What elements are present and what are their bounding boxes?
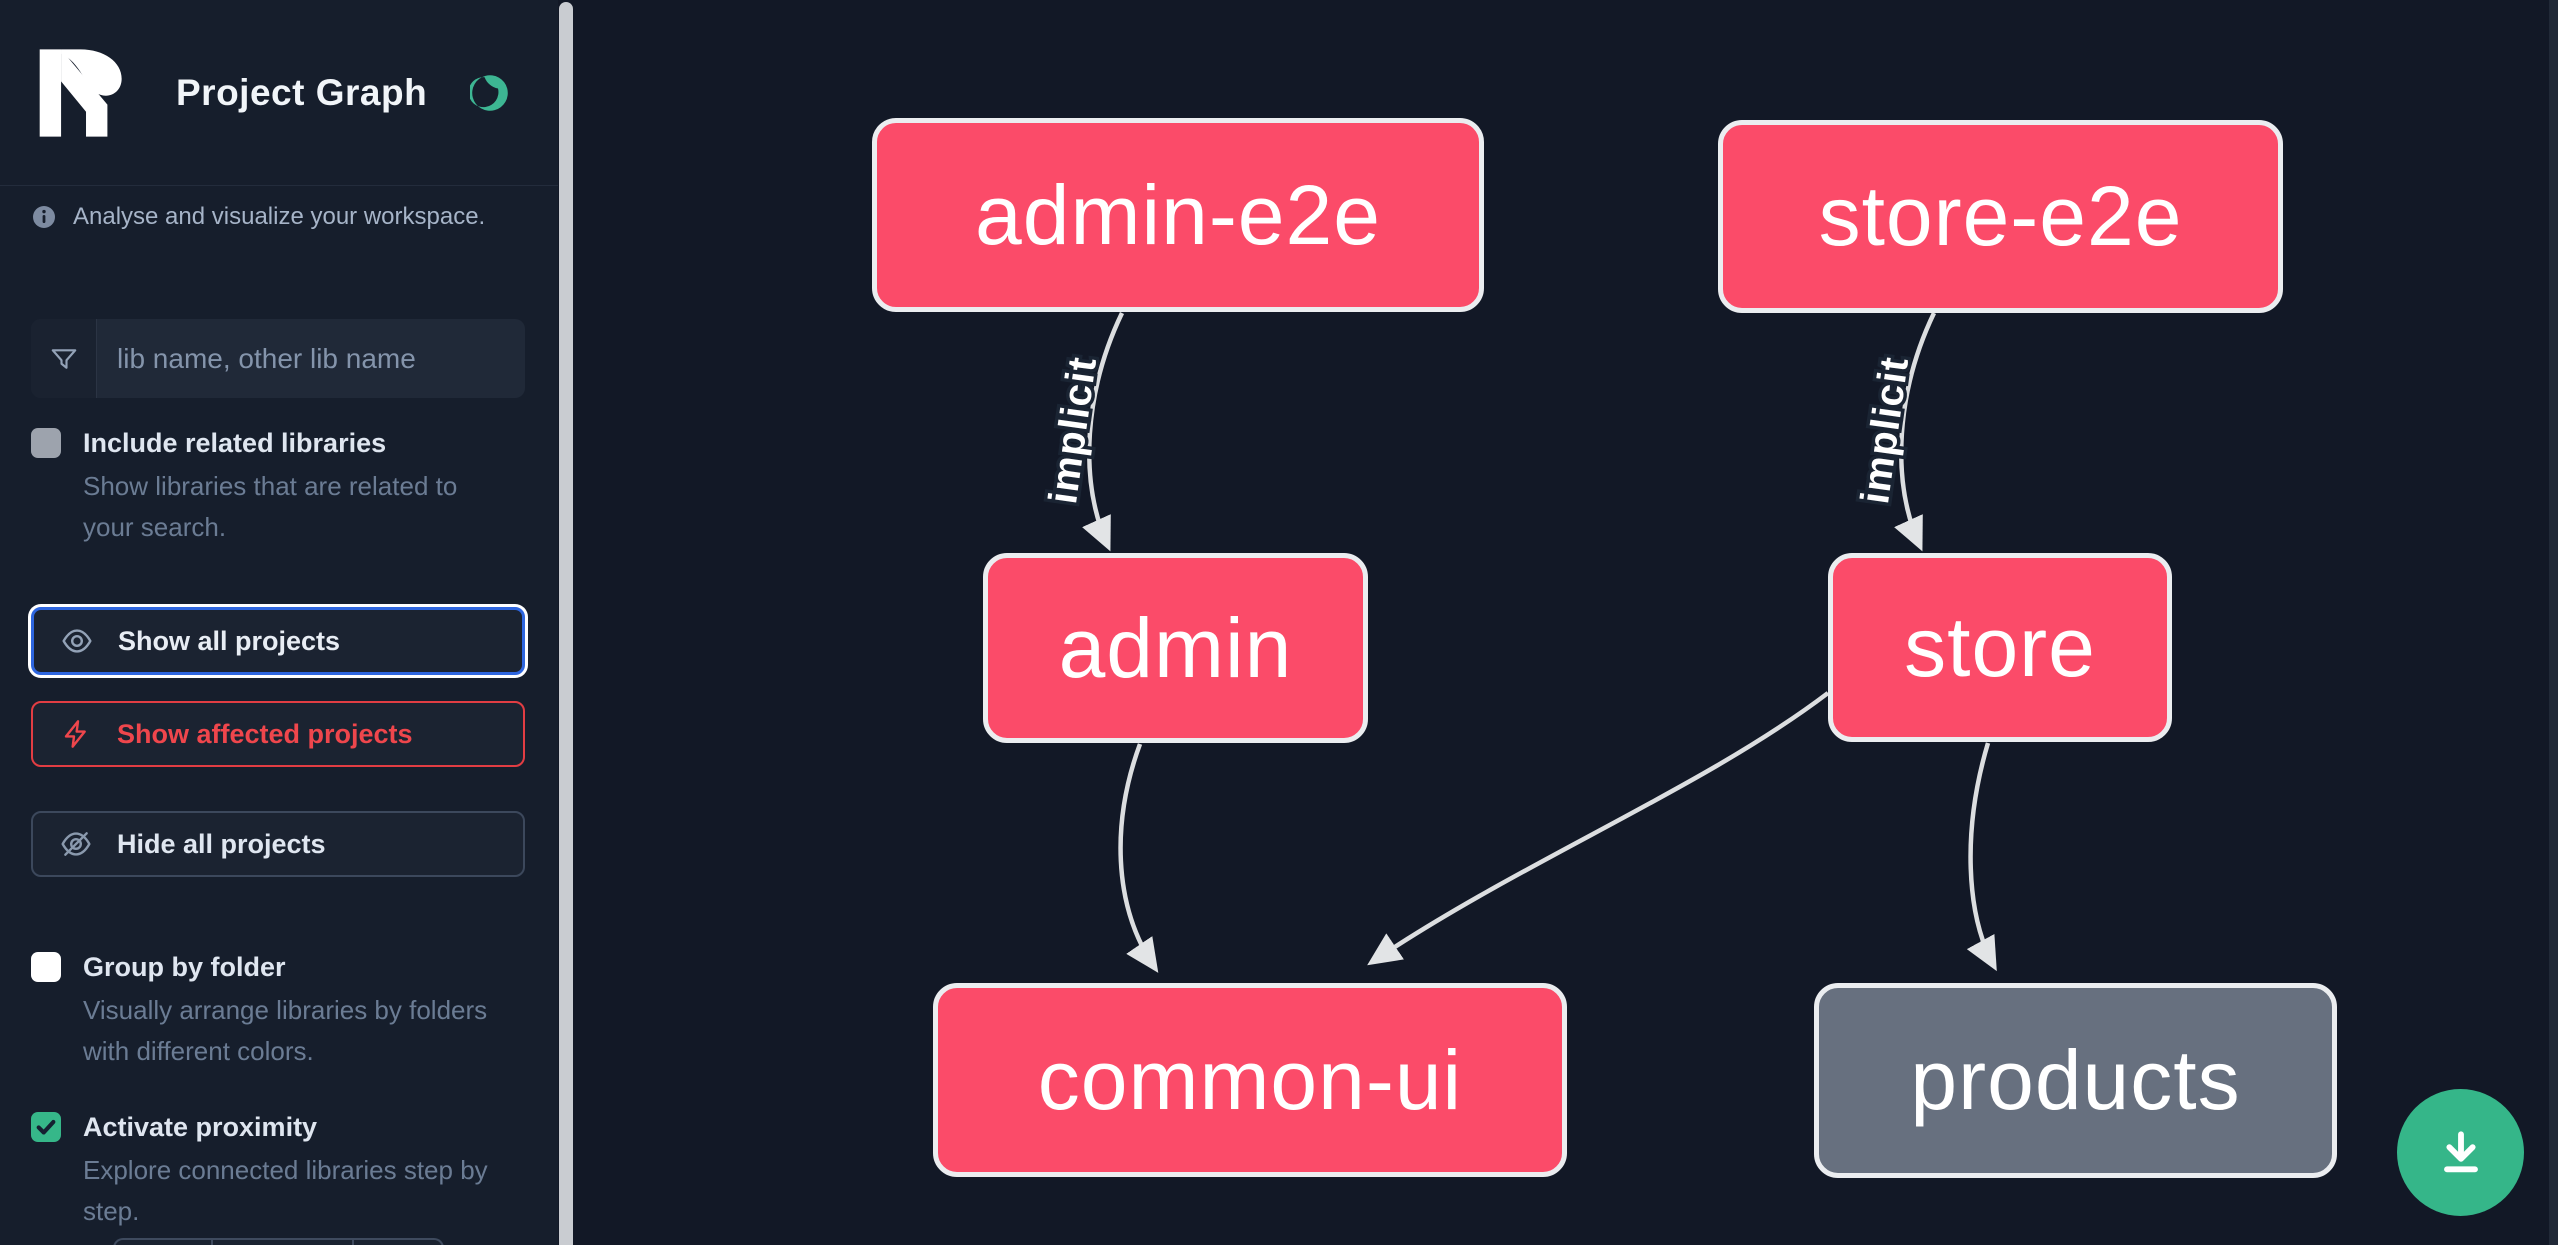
edge-store-to-products: [1966, 742, 1997, 972]
include-related-checkbox[interactable]: [31, 428, 61, 458]
eye-off-icon: [61, 832, 91, 856]
activate-proximity-description: Explore connected libraries step by step…: [83, 1155, 488, 1226]
show-affected-projects-label: Show affected projects: [117, 718, 413, 749]
graph-node-admin[interactable]: admin: [983, 553, 1368, 743]
activate-proximity-checkbox[interactable]: [31, 1112, 61, 1142]
bolt-icon: [64, 720, 86, 748]
include-related-description: Show libraries that are related to your …: [83, 471, 458, 542]
info-icon: [33, 206, 55, 228]
segment-divider: [352, 1240, 354, 1245]
edge-store-e2e-to-store: [1894, 312, 1937, 552]
group-by-folder-label[interactable]: Group by folder: [83, 952, 286, 982]
graph-node-store[interactable]: store: [1828, 553, 2172, 742]
show-all-projects-label: Show all projects: [118, 625, 341, 656]
download-icon: [2443, 1130, 2478, 1172]
graph-node-products[interactable]: products: [1814, 983, 2337, 1178]
show-all-projects-button[interactable]: Show all projects: [31, 607, 525, 675]
download-graph-button[interactable]: [2397, 1089, 2524, 1216]
edge-label-admin-e2e-to-admin: implicit: [1041, 354, 1105, 507]
edge-admin-e2e-to-admin: [1082, 312, 1125, 552]
activate-proximity-label[interactable]: Activate proximity: [83, 1112, 318, 1142]
search-input[interactable]: [97, 319, 525, 398]
proximity-depth-segmented-control[interactable]: [113, 1238, 444, 1245]
check-icon: [36, 1119, 56, 1135]
theme-toggle-button[interactable]: [468, 73, 510, 113]
hide-all-projects-label: Hide all projects: [117, 828, 326, 859]
edge-store-to-common-ui: [1367, 691, 1830, 966]
moon-icon: [468, 74, 508, 111]
search-bar: [31, 319, 525, 398]
graph-node-store-e2e[interactable]: store-e2e: [1718, 120, 2283, 313]
group-by-folder-checkbox[interactable]: [31, 952, 61, 982]
funnel-icon: [31, 319, 97, 398]
sidebar-header: Project Graph: [0, 0, 558, 186]
graph-node-admin-e2e[interactable]: admin-e2e: [872, 118, 1484, 312]
nx-logo: [39, 48, 122, 137]
edge-label-store-e2e-to-store: implicit: [1853, 354, 1917, 507]
graph-node-common-ui[interactable]: common-ui: [933, 983, 1567, 1177]
page-title: Project Graph: [176, 71, 428, 113]
include-related-label[interactable]: Include related libraries: [83, 428, 387, 458]
hide-all-projects-button[interactable]: Hide all projects: [31, 811, 525, 877]
workspace-tagline: Analyse and visualize your workspace.: [73, 203, 486, 230]
eye-icon: [62, 629, 92, 653]
sidebar-scrollbar[interactable]: [559, 2, 573, 1245]
include-related-row: Include related libraries Show libraries…: [31, 426, 507, 548]
segment-divider: [211, 1240, 213, 1245]
show-affected-projects-button[interactable]: Show affected projects: [31, 701, 525, 767]
sidebar: Project Graph Analyse and visualize your…: [0, 0, 558, 1245]
group-by-folder-description: Visually arrange libraries by folders wi…: [83, 995, 488, 1066]
edge-admin-to-common-ui: [1118, 743, 1159, 973]
main-scrollbar-track[interactable]: [2549, 0, 2558, 1245]
activate-proximity-row: Activate proximity Explore connected lib…: [31, 1110, 507, 1232]
workspace-tagline-row: Analyse and visualize your workspace.: [32, 203, 485, 231]
group-by-folder-row: Group by folder Visually arrange librari…: [31, 950, 507, 1072]
